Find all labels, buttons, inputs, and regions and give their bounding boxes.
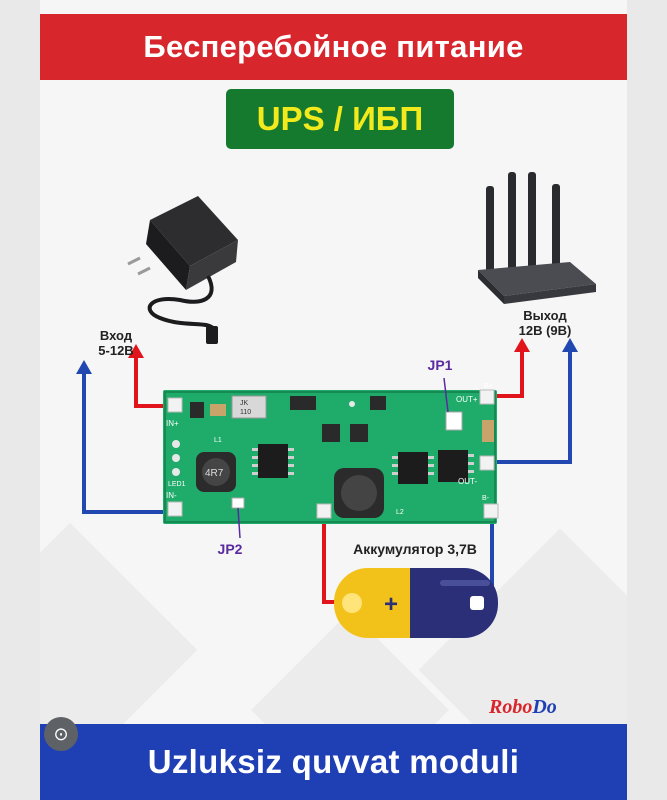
output-range-text: 12В (9В) bbox=[518, 323, 572, 338]
battery-plus-sign: + bbox=[384, 591, 398, 618]
output-label: Выход 12В (9В) bbox=[505, 308, 585, 338]
jk-label: JK bbox=[240, 400, 249, 407]
jp1-label: JP1 bbox=[427, 357, 453, 373]
poster-title: Бесперебойное питание bbox=[143, 29, 524, 64]
output-wires bbox=[494, 338, 578, 464]
silk-out-plus: OUT+ bbox=[456, 395, 478, 404]
input-label-text: Вход bbox=[99, 328, 133, 343]
silk-in-plus: IN+ bbox=[166, 419, 179, 428]
output-label-text: Выход bbox=[523, 308, 567, 323]
silk-l2: L2 bbox=[396, 509, 404, 516]
input-range-text: 5-12В bbox=[98, 343, 134, 358]
jp1-pointer bbox=[443, 377, 449, 413]
power-adapter-icon bbox=[127, 196, 238, 344]
jk-value: 110 bbox=[240, 409, 251, 416]
silk-b-minus: B- bbox=[482, 495, 490, 502]
footer-banner: Uzluksiz quvvat moduli bbox=[40, 724, 627, 800]
footer-text: Uzluksiz quvvat moduli bbox=[147, 743, 520, 780]
lens-search-icon[interactable]: ⊙ bbox=[44, 717, 78, 751]
battery-label: Аккумулятор 3,7В bbox=[353, 541, 477, 557]
silk-led1: LED1 bbox=[168, 481, 186, 488]
input-label: Вход 5-12В bbox=[86, 328, 146, 358]
jp2-label: JP2 bbox=[217, 541, 243, 557]
ups-badge: UPS / ИБП bbox=[226, 89, 454, 149]
silk-out-minus: OUT- bbox=[458, 477, 477, 486]
silk-l1: L1 bbox=[214, 437, 222, 444]
ups-badge-text: UPS / ИБП bbox=[256, 100, 424, 137]
battery-icon bbox=[334, 568, 498, 638]
jp2-pointer bbox=[237, 507, 241, 539]
brand-part-2: Do bbox=[532, 696, 557, 718]
ups-pcb-board: OUT+ OUT- IN+ IN- LED1 L1 4R7 L2 JK 110 … bbox=[163, 383, 499, 524]
router-icon bbox=[478, 172, 596, 304]
brand-logo: RoboDo bbox=[489, 696, 557, 719]
title-banner: Бесперебойное питание bbox=[40, 14, 627, 80]
input-wires bbox=[76, 344, 166, 514]
brand-part-1: Robo bbox=[489, 696, 533, 718]
silk-b-plus: B+ bbox=[484, 383, 493, 390]
silk-in-minus: IN- bbox=[166, 491, 177, 500]
right-margin bbox=[627, 0, 667, 800]
left-margin bbox=[0, 0, 40, 800]
inductor-code: 4R7 bbox=[205, 468, 224, 479]
